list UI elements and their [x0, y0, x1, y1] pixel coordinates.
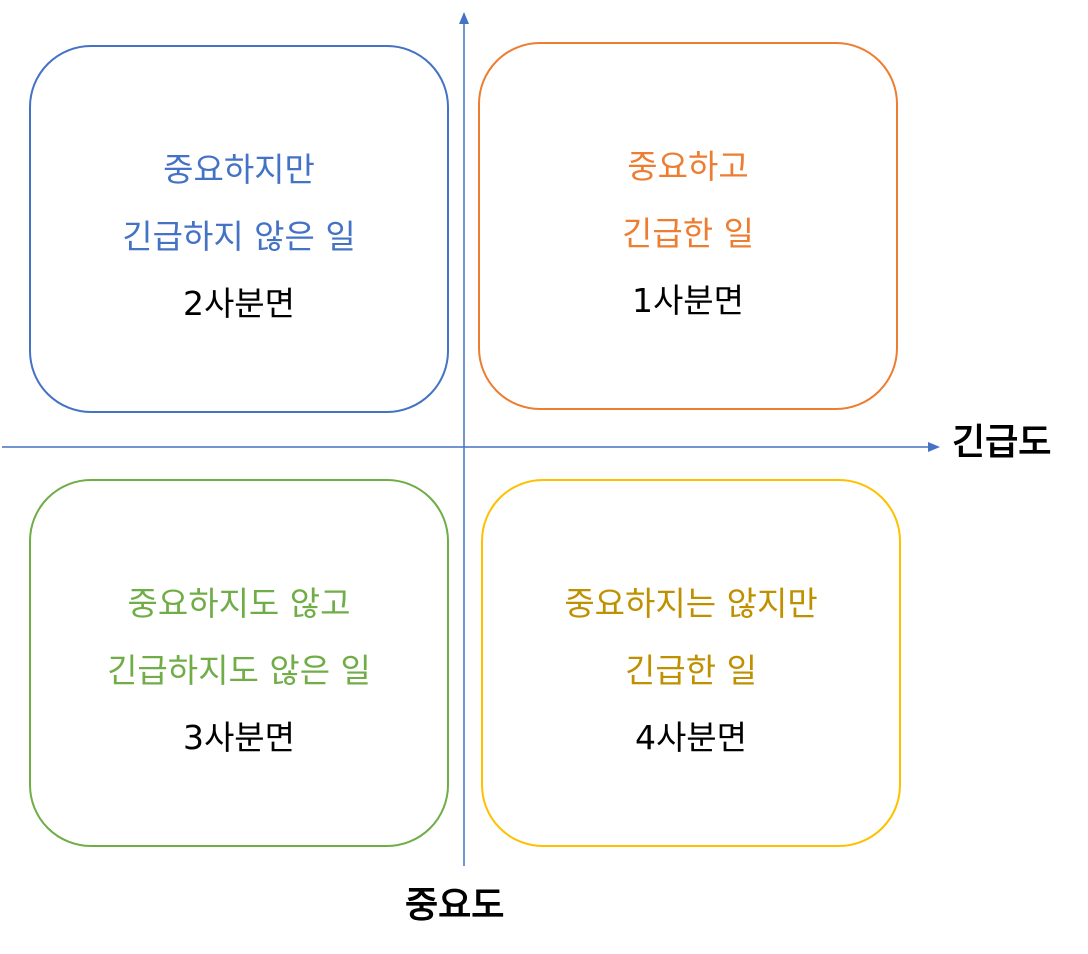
quadrant-4-box: 중요하지는 않지만 긴급한 일 4사분면: [481, 479, 901, 847]
quadrant-1-name: 1사분면: [631, 281, 745, 320]
y-axis-arrow-icon: [459, 12, 469, 24]
quadrant-3-name: 3사분면: [182, 718, 296, 757]
quadrant-2-name: 2사분면: [182, 284, 296, 323]
quadrant-2-box: 중요하지만 긴급하지 않은 일 2사분면: [29, 45, 449, 413]
quadrant-3-line2: 긴급하지도 않은 일: [107, 651, 371, 690]
quadrant-2-line2: 긴급하지 않은 일: [122, 217, 356, 256]
quadrant-4-line2: 긴급한 일: [625, 651, 757, 690]
quadrant-3-line1: 중요하지도 않고: [127, 584, 351, 623]
quadrant-4-line1: 중요하지는 않지만: [564, 584, 818, 623]
quadrant-1-line1: 중요하고: [627, 147, 749, 186]
quadrant-3-box: 중요하지도 않고 긴급하지도 않은 일 3사분면: [29, 479, 449, 847]
x-axis-label: 긴급도: [952, 422, 1052, 463]
quadrant-4-name: 4사분면: [634, 718, 748, 757]
quadrant-1-line2: 긴급한 일: [622, 214, 754, 253]
quadrant-2-line1: 중요하지만: [163, 150, 315, 189]
x-axis-arrow-icon: [928, 442, 940, 452]
quadrant-1-box: 중요하고 긴급한 일 1사분면: [478, 42, 898, 410]
y-axis-label: 중요도: [405, 885, 505, 926]
